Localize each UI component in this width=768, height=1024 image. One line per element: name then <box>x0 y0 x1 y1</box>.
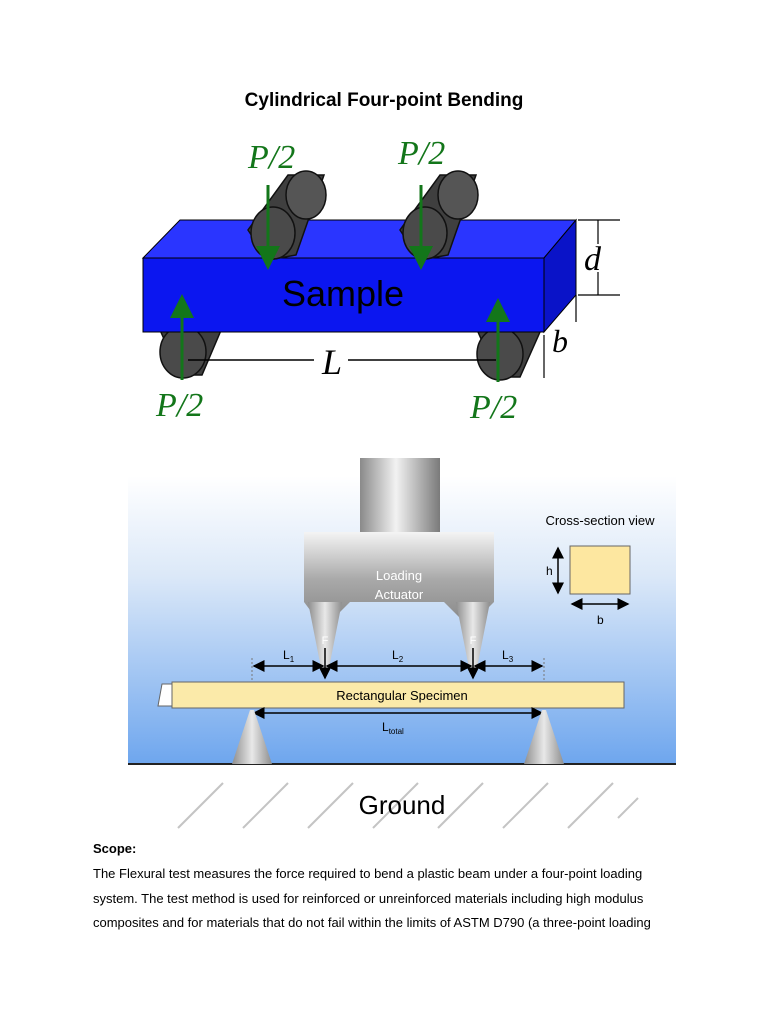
dim-label-l2: L2 <box>392 648 404 664</box>
four-point-bending-diagram: Sample P/2 P/2 P/2 P/2 L d b <box>141 135 620 426</box>
support-left <box>232 710 272 764</box>
depth-label: d <box>584 241 602 278</box>
actuator-shaft <box>360 458 440 532</box>
scope-paragraph-line: system. The test method is used for rein… <box>93 891 644 906</box>
force-label-left: F <box>322 635 329 647</box>
load-label-bottom-right: P/2 <box>469 389 517 426</box>
scope-paragraph-line: composites and for materials that do not… <box>93 915 651 930</box>
ground-hatching <box>177 782 639 829</box>
top-roller-right <box>399 170 479 261</box>
scope-heading: Scope: <box>93 841 137 856</box>
cross-section-title: Cross-section view <box>545 513 655 528</box>
dim-label-l3: L3 <box>502 648 514 664</box>
support-right <box>524 710 564 764</box>
actuator-label-line1: Loading <box>376 568 422 583</box>
loading-nose-right <box>456 602 490 673</box>
cross-b-label: b <box>597 613 604 627</box>
sample-label: Sample <box>282 273 404 314</box>
dim-label-total: Ltotal <box>382 720 404 736</box>
flexural-test-schematic: Loading Actuator F F L1 L2 L3 Rectangula… <box>128 458 676 829</box>
cross-h-label: h <box>546 564 553 578</box>
document-title: Cylindrical Four-point Bending <box>244 90 524 111</box>
force-label-right: F <box>470 635 477 647</box>
load-label-top-right: P/2 <box>397 135 445 172</box>
width-label: b <box>552 323 568 359</box>
specimen-label: Rectangular Specimen <box>336 688 468 703</box>
span-label: L <box>321 342 342 382</box>
load-label-bottom-left: P/2 <box>155 387 203 424</box>
scope-paragraph-line: The Flexural test measures the force req… <box>93 866 643 881</box>
rectangular-specimen <box>171 681 625 709</box>
width-dimension <box>543 295 577 378</box>
cross-section-shape <box>569 545 631 595</box>
dim-label-l1: L1 <box>283 648 295 664</box>
load-label-top-left: P/2 <box>247 139 295 176</box>
actuator-label-line2: Actuator <box>375 587 424 602</box>
loading-actuator <box>304 532 494 618</box>
depth-dimension <box>578 219 620 296</box>
loading-nose-left <box>308 602 342 673</box>
ground-label: Ground <box>359 790 446 820</box>
